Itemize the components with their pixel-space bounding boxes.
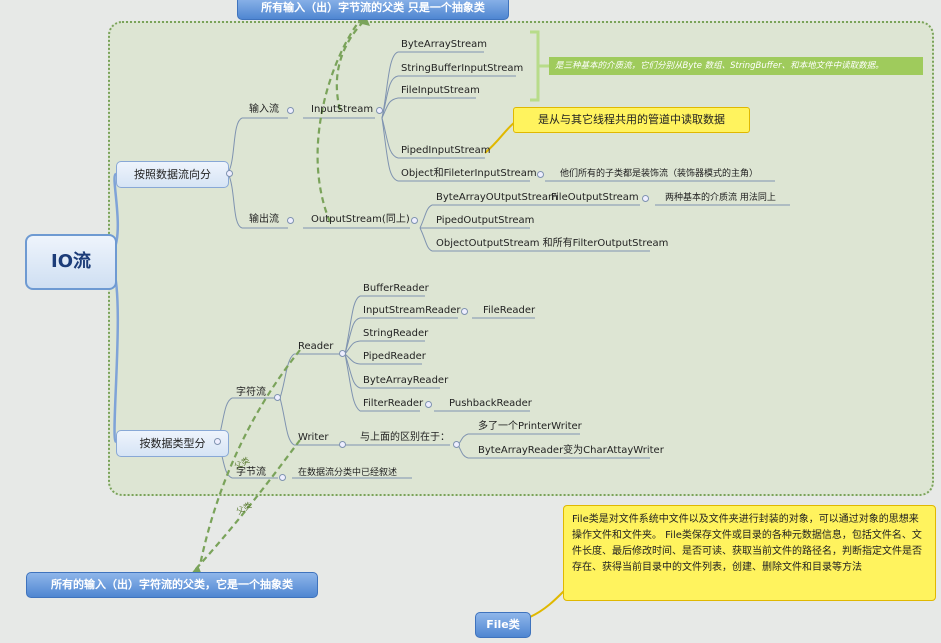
reader-child-node[interactable]: StringReader xyxy=(363,328,429,339)
input-child-node[interactable]: PipedInputStream xyxy=(401,145,491,156)
reader-child-node[interactable]: BufferReader xyxy=(363,283,429,294)
byte-stream-node[interactable]: 字节流 xyxy=(236,467,266,478)
input-child-node[interactable]: StringBufferInputStream xyxy=(401,63,524,74)
input-child-node[interactable]: ByteArrayStream xyxy=(401,39,487,50)
collapse-toggle[interactable] xyxy=(274,394,281,401)
reader-child-node[interactable]: FilterReader xyxy=(363,398,424,409)
input-stream-node[interactable]: InputStream xyxy=(311,104,374,115)
output-child-node[interactable]: ObjectOutputStream 和所有FilterOutputStream xyxy=(436,238,669,249)
branch-by-type[interactable]: 按数据类型分 xyxy=(116,430,229,457)
collapse-toggle[interactable] xyxy=(339,350,346,357)
writer-diff-node[interactable]: 与上面的区别在于： xyxy=(360,432,450,443)
io-stream-root[interactable]: IO流 xyxy=(25,234,117,290)
file-reader-node[interactable]: FileReader xyxy=(483,305,536,316)
branch-by-direction[interactable]: 按照数据流向分 xyxy=(116,161,229,188)
input-child-node[interactable]: FileInputStream xyxy=(401,85,480,96)
collapse-toggle[interactable] xyxy=(226,170,233,177)
collapse-toggle[interactable] xyxy=(642,195,649,202)
input-stream-label[interactable]: 输入流 xyxy=(249,104,279,115)
file-output-stream-node[interactable]: FileOutputStream xyxy=(551,192,639,203)
output-child-node[interactable]: ByteArrayOUtputStream xyxy=(436,192,558,203)
writer-node[interactable]: Writer xyxy=(298,432,329,443)
writer-diff-item[interactable]: ByteArrayReader变为CharAttayWriter xyxy=(478,445,664,456)
input-child-node[interactable]: Object和FileterInputStream xyxy=(401,168,537,179)
writer-diff-item[interactable]: 多了一个PrinterWriter xyxy=(478,421,582,432)
collapse-toggle[interactable] xyxy=(411,217,418,224)
collapse-toggle[interactable] xyxy=(287,217,294,224)
output-stream-label[interactable]: 输出流 xyxy=(249,214,279,225)
piped-stream-note: 是从与其它线程共用的管道中读取数据 xyxy=(513,107,750,133)
collapse-toggle[interactable] xyxy=(279,474,286,481)
collapse-toggle[interactable] xyxy=(461,308,468,315)
pushback-reader-node[interactable]: PushbackReader xyxy=(449,398,532,409)
file-class-node[interactable]: File类 xyxy=(475,612,531,638)
media-stream-green-note: 是三种基本的介质流，它们分别从Byte 数组、StringBuffer、和本地文… xyxy=(549,57,923,75)
reader-child-node[interactable]: PipedReader xyxy=(363,351,426,362)
collapse-toggle[interactable] xyxy=(376,107,383,114)
classification-group xyxy=(108,21,934,496)
collapse-toggle[interactable] xyxy=(339,441,346,448)
reader-node[interactable]: Reader xyxy=(298,341,334,352)
media-stream-note[interactable]: 两种基本的介质流 用法同上 xyxy=(665,193,776,203)
reader-child-node[interactable]: InputStreamReader xyxy=(363,305,461,316)
output-child-node[interactable]: PipedOutputStream xyxy=(436,215,535,226)
collapse-toggle[interactable] xyxy=(214,438,221,445)
reader-child-node[interactable]: ByteArrayReader xyxy=(363,375,449,386)
collapse-toggle[interactable] xyxy=(453,441,460,448)
char-stream-node[interactable]: 字符流 xyxy=(236,387,266,398)
output-stream-node[interactable]: OutputStream(同上) xyxy=(311,214,410,225)
collapse-toggle[interactable] xyxy=(287,107,294,114)
byte-stream-note[interactable]: 在数据流分类中已经叙述 xyxy=(298,468,398,478)
char-stream-parent-banner: 所有的输入（出）字符流的父类，它是一个抽象类 xyxy=(26,572,318,598)
file-class-note: File类是对文件系统中文件以及文件夹进行封装的对象，可以通过对象的思想来操作文… xyxy=(563,505,936,601)
byte-stream-parent-banner: 所有输入（出）字节流的父类 只是一个抽象类 xyxy=(237,0,509,20)
collapse-toggle[interactable] xyxy=(537,171,544,178)
decorator-note[interactable]: 他们所有的子类都是装饰流（装饰器模式的主角） xyxy=(560,169,759,179)
collapse-toggle[interactable] xyxy=(425,401,432,408)
